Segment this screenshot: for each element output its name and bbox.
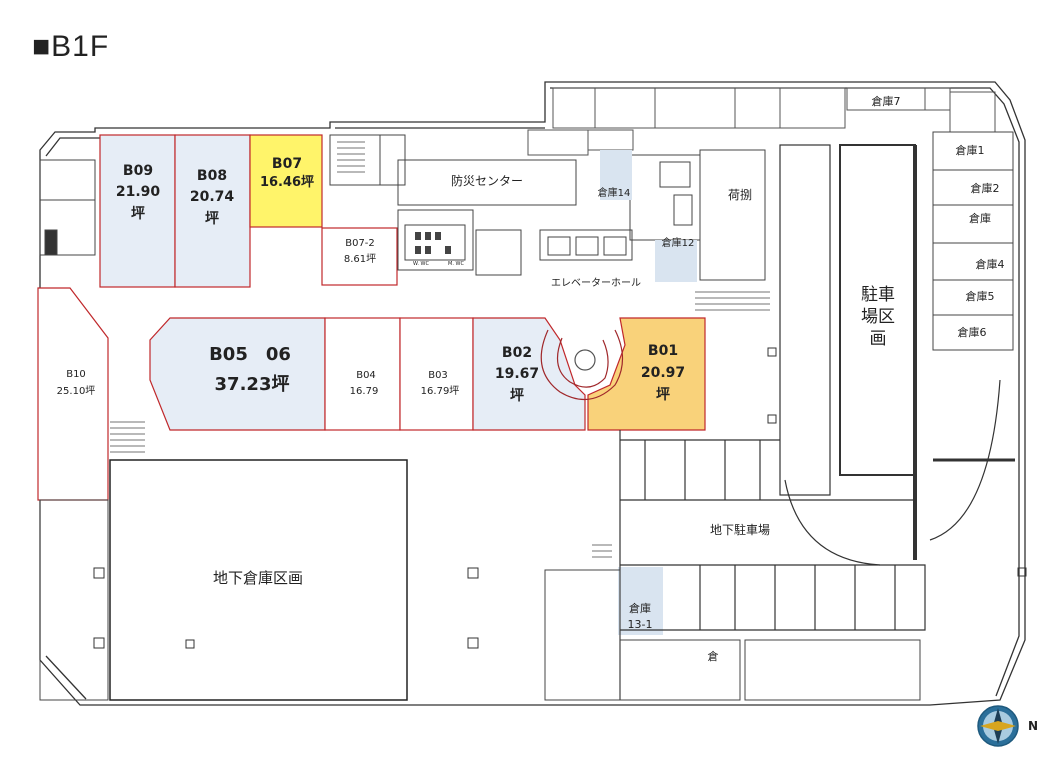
spiral-stair [540,329,624,401]
room-b08 [174,134,251,288]
b05-name: B05 06 [209,344,291,365]
storage-13-1-label: 倉庫 [629,601,651,615]
b07-area: 16.46坪 [260,175,314,190]
storage-shaded [600,150,697,635]
storage-3-label: 倉庫 [969,211,991,225]
b08-unit: 坪 [205,211,219,227]
room-b03 [399,317,474,431]
columns [93,347,1027,649]
area-labels: 防災センター 荷捌 エレベーターホール 駐車 場区 画 地下駐車場 地下倉庫区画… [213,173,895,587]
room-labels: B09 21.90 坪 B08 20.74 坪 B07 16.46坪 B07-2… [57,156,685,404]
parking-zone-line1: 駐車 [861,285,895,305]
b05-area: 37.23坪 [215,374,290,395]
b09-name: B09 [123,163,153,179]
storage-2-label: 倉庫2 [971,181,1000,195]
storage-13-1-number: 13-1 [628,618,653,631]
b10-name: B10 [66,369,86,380]
b03-area: 16.79坪 [421,384,460,397]
lower-rooms [39,499,921,701]
b10-area: 25.10坪 [57,384,96,397]
building-outline [39,81,1026,706]
loading-label: 荷捌 [728,187,752,202]
storage-7-label: 倉庫7 [872,94,901,108]
storage-14-label: 倉庫14 [598,186,631,199]
b07-2-area: 8.61坪 [344,252,376,265]
tenant-rooms [37,134,706,501]
stair-and-shaft-left [39,134,406,256]
b01-name: B01 [648,343,678,359]
b09-area: 21.90 [116,184,161,200]
floor-title: ■B1F [32,30,110,63]
storage-6-label: 倉庫6 [958,325,987,339]
storage-4-label: 倉庫4 [976,257,1005,271]
storage-1-label: 倉庫1 [956,143,985,157]
b09-unit: 坪 [131,206,145,222]
b04-area: 16.79 [350,386,379,397]
stair-lines [110,141,770,558]
b01-area: 20.97 [641,365,685,381]
parking-structure [619,144,1015,700]
storage-small-label: 倉 [708,649,719,663]
parking-zone-line3: 画 [870,329,887,349]
service-rooms-top [527,87,996,156]
compass-icon: N [977,705,1038,747]
b01-unit: 坪 [656,387,670,403]
b02-name: B02 [502,345,532,361]
disaster-center-label: 防災センター [451,173,523,188]
room-b02 [472,317,586,431]
b07-name: B07 [272,156,302,172]
compass-north-label: N [1028,719,1038,733]
b03-name: B03 [428,370,448,381]
b07-2-name: B07-2 [345,238,375,249]
b08-area: 20.74 [190,189,235,205]
wc-men-label: M. WC [448,261,464,267]
underground-storage-label: 地下倉庫区画 [213,569,303,587]
parking-zone-line2: 場区 [861,307,895,327]
b08-name: B08 [197,168,227,184]
room-b10 [37,287,109,501]
storage-labels: 倉庫1 倉庫2 倉庫 倉庫4 倉庫5 倉庫6 倉庫7 倉庫12 倉庫14 倉庫 … [598,94,1005,663]
b02-unit: 坪 [510,388,524,404]
storage-block [109,459,408,701]
b02-area: 19.67 [495,366,539,382]
room-b07-2 [321,227,398,286]
wc-women-label: W. WC [413,261,429,267]
b04-name: B04 [356,370,376,381]
room-b09 [99,134,176,288]
room-b07 [249,134,323,228]
storage-cells-right [932,131,1014,351]
underground-parking-label: 地下駐車場 [710,522,770,537]
storage-5-label: 倉庫5 [966,289,995,303]
storage-12-label: 倉庫12 [662,236,695,249]
wc-fixtures [415,232,451,254]
elevator-hall-label: エレベーターホール [551,277,641,289]
